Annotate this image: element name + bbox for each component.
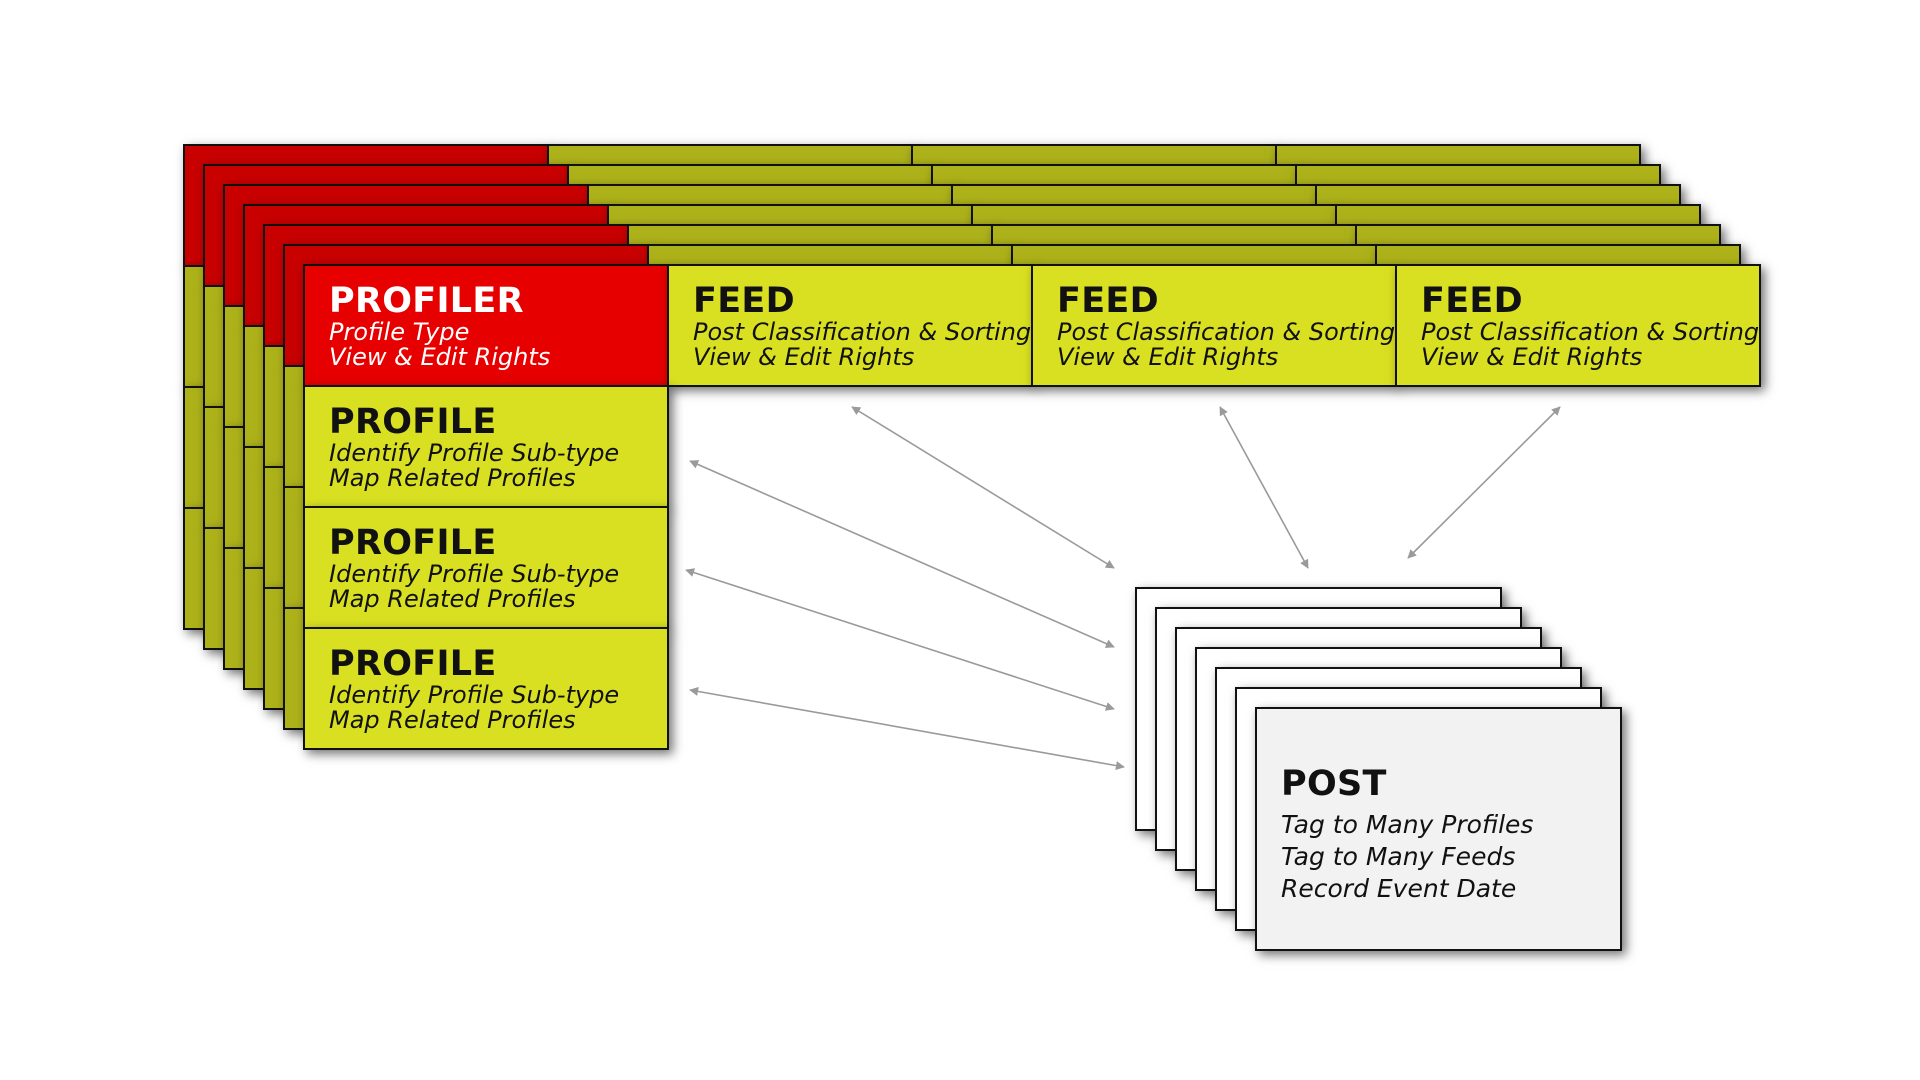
profiler-line-2: View & Edit Rights	[329, 343, 551, 371]
post-line-1: Tag to Many Profiles	[1281, 810, 1534, 839]
feed-box-3: FEED Post Classification & Sorting View …	[1395, 264, 1761, 387]
feed-line-1: Post Classification & Sorting	[1421, 318, 1760, 346]
profile-line-2: Map Related Profiles	[329, 585, 576, 613]
feed-title: FEED	[693, 281, 795, 321]
profile-box-1: PROFILE Identify Profile Sub-type Map Re…	[303, 385, 669, 508]
profile-line-2: Map Related Profiles	[329, 706, 576, 734]
post-title: POST	[1281, 764, 1387, 804]
feed-line-1: Post Classification & Sorting	[693, 318, 1032, 346]
arrow-feed-3-post	[1407, 406, 1561, 559]
post-card: POST Tag to Many Profiles Tag to Many Fe…	[1255, 707, 1622, 951]
feed-line-2: View & Edit Rights	[693, 343, 915, 371]
arrow-feed-1-post	[851, 406, 1115, 569]
arrow-feed-2-post	[1219, 406, 1309, 569]
profiler-box: PROFILER Profile Type View & Edit Rights	[303, 264, 669, 387]
post-line-3: Record Event Date	[1281, 874, 1517, 903]
profile-title: PROFILE	[329, 523, 497, 563]
feed-line-2: View & Edit Rights	[1057, 343, 1279, 371]
feed-box-1: FEED Post Classification & Sorting View …	[667, 264, 1033, 387]
feed-box-2: FEED Post Classification & Sorting View …	[1031, 264, 1397, 387]
feed-line-2: View & Edit Rights	[1421, 343, 1643, 371]
arrow-profile-1-post	[689, 460, 1115, 648]
feed-title: FEED	[1057, 281, 1159, 321]
post-line-2: Tag to Many Feeds	[1281, 842, 1516, 871]
profile-line-1: Identify Profile Sub-type	[329, 560, 620, 588]
profile-line-1: Identify Profile Sub-type	[329, 681, 620, 709]
arrow-profile-2-post	[685, 568, 1115, 711]
profiler-title: PROFILER	[329, 281, 524, 321]
profiler-line-1: Profile Type	[329, 318, 470, 346]
profile-box-3: PROFILE Identify Profile Sub-type Map Re…	[303, 627, 669, 750]
profile-line-2: Map Related Profiles	[329, 464, 576, 492]
feed-title: FEED	[1421, 281, 1523, 321]
profile-line-1: Identify Profile Sub-type	[329, 439, 620, 467]
profile-title: PROFILE	[329, 402, 497, 442]
feed-line-1: Post Classification & Sorting	[1057, 318, 1396, 346]
profile-box-2: PROFILE Identify Profile Sub-type Map Re…	[303, 506, 669, 629]
arrow-profile-3-post	[689, 686, 1125, 771]
profile-title: PROFILE	[329, 644, 497, 684]
